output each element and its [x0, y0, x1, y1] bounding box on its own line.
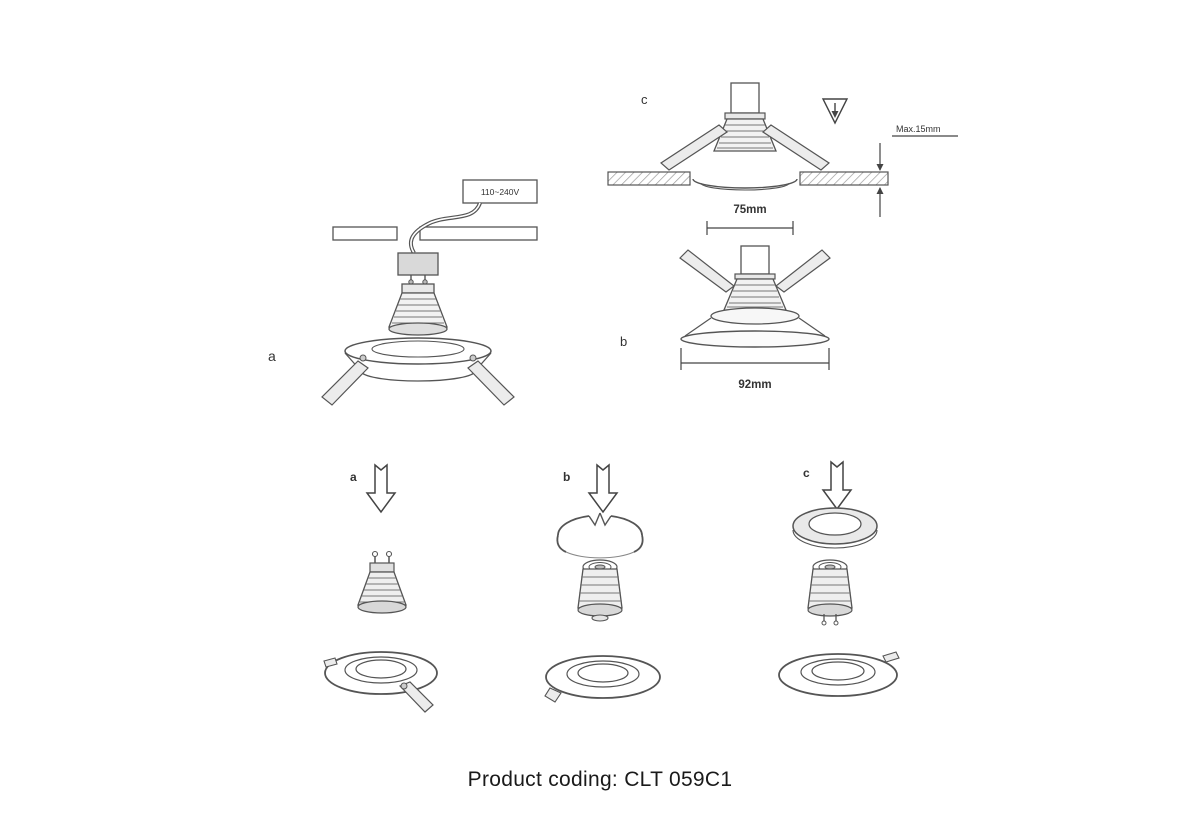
diagram-flange-b: b 92mm [620, 245, 831, 391]
assembly-a-label: a [350, 470, 357, 484]
diagram-installed-c: c Max.15mm [607, 82, 958, 235]
mounting-ring [544, 655, 661, 703]
flange-dimension-label: 92mm [738, 379, 771, 391]
spring-clip-ring [556, 512, 644, 559]
cutout-dimension-label: 75mm [733, 204, 766, 216]
diagram-a-label: a [268, 348, 276, 364]
cutout-dimension: 75mm [706, 204, 794, 235]
spring-clips [321, 360, 515, 406]
max-depth-annotation: Max.15mm [876, 124, 958, 217]
mounting-ring [323, 651, 438, 713]
max-depth-label: Max.15mm [896, 124, 941, 134]
trim-ring [792, 507, 878, 549]
terminal-block [397, 252, 439, 285]
power-wire [408, 202, 482, 255]
insert-arrow-icon [821, 460, 853, 511]
gu10-bulb [357, 550, 407, 614]
insert-arrow-icon [587, 463, 619, 514]
recessed-fixture [660, 82, 830, 191]
assembly-b-label: b [563, 470, 570, 484]
mounting-ring [778, 651, 900, 697]
assembly-step-a: a [323, 463, 438, 713]
ceiling-section [607, 171, 889, 186]
assembly-c-label: c [803, 466, 810, 480]
assembly-step-c: c [778, 460, 900, 697]
gu10-bulb [807, 559, 853, 626]
flange-dimension: 92mm [680, 348, 830, 391]
product-coding-caption: Product coding: CLT 059C1 [467, 768, 733, 791]
diagram-side-view-a: 110~240V [268, 179, 538, 406]
trim-ring [344, 337, 492, 382]
power-supply-box: 110~240V [462, 179, 538, 204]
fixture-with-clips [679, 245, 831, 348]
diagram-b-label: b [620, 334, 627, 349]
insert-arrow-icon [365, 463, 397, 514]
diagram-c-label: c [641, 92, 648, 107]
gu10-lamp [388, 283, 448, 336]
mounting-bracket [332, 226, 538, 241]
gu10-bulb [577, 559, 623, 622]
assembly-diagrams: a [323, 460, 900, 713]
power-box-label: 110~240V [481, 187, 520, 197]
clip-direction-icon [821, 98, 849, 125]
assembly-step-b: b [544, 463, 661, 703]
